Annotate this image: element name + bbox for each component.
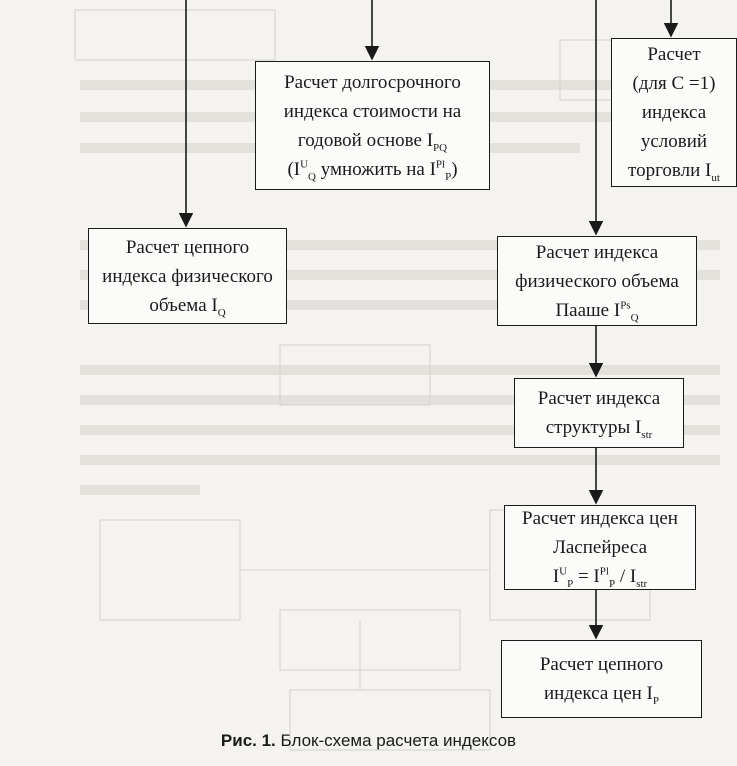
structure-index-line1: Расчет индекса	[537, 388, 661, 409]
terms-of-trade-line2: (для С =1)	[632, 73, 716, 94]
long-term-value-index-box: Расчет долгосрочного индекса стоимости н…	[255, 61, 490, 190]
structure-index-box: Расчет индекса структуры Istr	[514, 378, 684, 448]
laspeyres-line1: Расчет индекса цен	[522, 508, 678, 529]
figure-caption-label: Рис. 1.	[220, 731, 276, 750]
structure-index-line2: структуры Istr	[545, 417, 653, 441]
laspeyres-line2: Ласпейреса	[552, 537, 648, 558]
terms-of-trade-line5: торговли Iut	[628, 160, 720, 184]
chain-physical-volume-line3: объема IQ	[149, 294, 226, 319]
figure-caption: Рис. 1. Блок-схема расчета индексов	[0, 731, 737, 751]
figure-caption-text: Блок-схема расчета индексов	[275, 731, 517, 750]
chain-price-index-line2: индекса цен IP	[543, 683, 659, 707]
terms-of-trade-line3: индекса	[641, 102, 707, 123]
laspeyres-formula: IUP = IPlP / Istr	[552, 565, 648, 590]
paasche-physical-volume-box: Расчет индекса физического объема Пааше …	[497, 236, 697, 326]
paasche-volume-line1: Расчет индекса	[535, 241, 659, 263]
chain-price-index-box: Расчет цепного индекса цен IP	[501, 640, 702, 718]
chain-physical-volume-box: Расчет цепного индекса физического объем…	[88, 228, 287, 324]
long-term-index-line2: индекса стоимости на	[283, 100, 462, 122]
terms-of-trade-line4: условий	[640, 131, 708, 152]
laspeyres-price-index-box: Расчет индекса цен Ласпейреса IUP = IPlP…	[504, 505, 696, 590]
chain-price-index-line1: Расчет цепного	[539, 654, 664, 675]
paasche-volume-line3: Пааше IPsQ	[555, 299, 639, 324]
terms-of-trade-box: Расчет (для С =1) индекса условий торгов…	[611, 38, 737, 187]
long-term-index-line1: Расчет долгосрочного	[284, 71, 461, 93]
long-term-index-line3: годовой основе IPQ	[297, 129, 448, 154]
chain-physical-volume-line2: индекса физического	[102, 265, 273, 287]
terms-of-trade-line1: Расчет	[647, 44, 701, 65]
chain-physical-volume-line1: Расчет цепного	[125, 236, 250, 258]
long-term-index-line4: (IUQ умножить на IPlP)	[287, 158, 458, 183]
paasche-volume-line2: физического объема	[515, 270, 679, 292]
